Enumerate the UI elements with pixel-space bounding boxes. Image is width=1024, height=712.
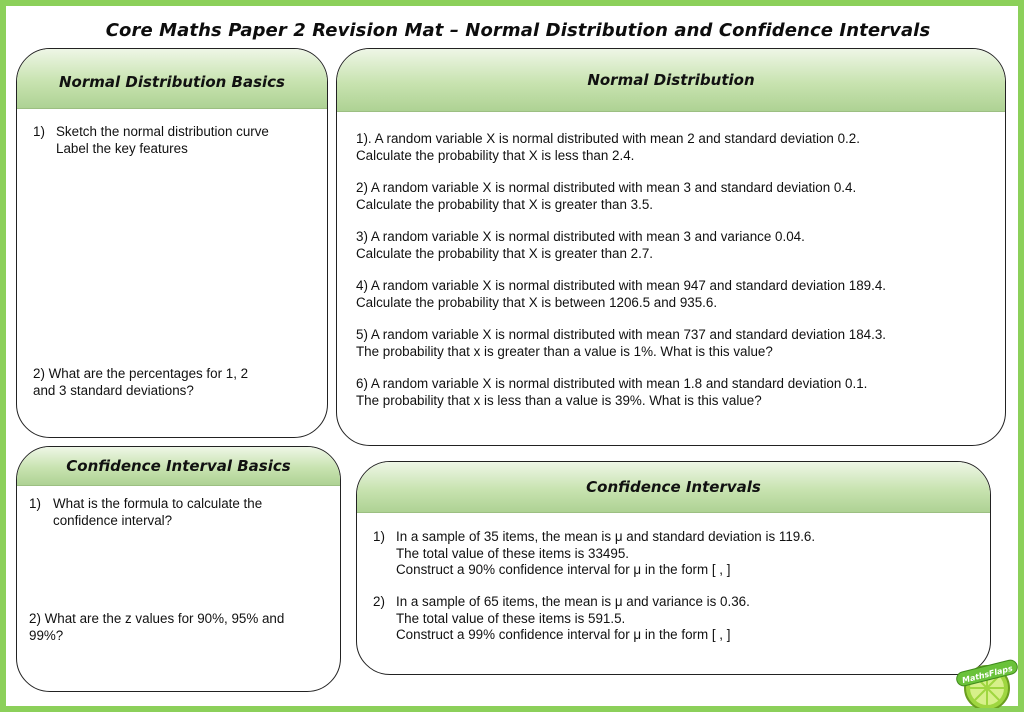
- question-line: In a sample of 35 items, the mean is μ a…: [396, 529, 816, 544]
- question-line: 3) A random variable X is normal distrib…: [356, 229, 805, 244]
- question-line: In a sample of 65 items, the mean is μ a…: [396, 594, 750, 609]
- panel-ci: Confidence Intervals 1) In a sample of 3…: [356, 461, 991, 675]
- question-line: Sketch the normal distribution curve: [56, 124, 269, 139]
- question-line: 6) A random variable X is normal distrib…: [356, 376, 868, 391]
- question-line: 2) What are the z values for 90%, 95% an…: [29, 611, 285, 626]
- question-line: Calculate the probability that X is grea…: [356, 196, 654, 212]
- panel-ci-basics: Confidence Interval Basics 1) What is th…: [16, 446, 341, 692]
- question-line: 4) A random variable X is normal distrib…: [356, 278, 886, 293]
- question-number: 1): [33, 124, 45, 139]
- nd-question-2: 2) A random variable X is normal distrib…: [356, 180, 856, 213]
- question-line: and 3 standard deviations?: [33, 382, 194, 398]
- nd-question-4: 4) A random variable X is normal distrib…: [356, 278, 886, 311]
- question-number: 1): [373, 529, 385, 544]
- question-line: Construct a 90% confidence interval for …: [396, 562, 731, 577]
- question-line: 5) A random variable X is normal distrib…: [356, 327, 886, 342]
- question-line: Construct a 99% confidence interval for …: [396, 627, 731, 642]
- panel-heading: Confidence Intervals: [357, 462, 990, 513]
- question-line: Label the key features: [56, 140, 188, 156]
- question-line: The total value of these items is 33495.: [396, 545, 629, 561]
- question-line: The total value of these items is 591.5.: [396, 610, 626, 626]
- panel-nd: Normal Distribution 1). A random variabl…: [336, 48, 1006, 446]
- panel-nd-basics: Normal Distribution Basics 1) Sketch the…: [16, 48, 328, 438]
- question-line: 2) What are the percentages for 1, 2: [33, 366, 249, 381]
- question-line: 2) A random variable X is normal distrib…: [356, 180, 857, 195]
- lime-logo-icon: MathsFlaps: [956, 659, 1018, 708]
- question-line: 99%?: [29, 627, 64, 643]
- question-line: Calculate the probability that X is less…: [356, 147, 635, 163]
- nd-question-5: 5) A random variable X is normal distrib…: [356, 327, 886, 360]
- question-line: The probability that x is greater than a…: [356, 343, 773, 359]
- question-line: Calculate the probability that X is grea…: [356, 245, 654, 261]
- panel-heading: Confidence Interval Basics: [17, 447, 340, 486]
- ci-basics-q2: 2) What are the z values for 90%, 95% an…: [29, 611, 334, 644]
- question-line: 1). A random variable X is normal distri…: [356, 131, 860, 146]
- page-title: Core Maths Paper 2 Revision Mat – Normal…: [105, 20, 931, 41]
- nd-question-1: 1). A random variable X is normal distri…: [356, 131, 860, 164]
- question-number: 1): [29, 496, 41, 511]
- nd-question-3: 3) A random variable X is normal distrib…: [356, 229, 805, 262]
- question-line: Calculate the probability that X is betw…: [356, 294, 718, 310]
- question-number: 2): [373, 594, 385, 609]
- panel-heading: Normal Distribution: [337, 49, 1005, 112]
- question-line: The probability that x is less than a va…: [356, 392, 762, 408]
- nd-question-6: 6) A random variable X is normal distrib…: [356, 376, 867, 409]
- nd-basics-q2: 2) What are the percentages for 1, 2 and…: [33, 366, 323, 399]
- panel-heading: Normal Distribution Basics: [17, 49, 327, 109]
- question-line: What is the formula to calculate the: [53, 496, 263, 511]
- question-line: confidence interval?: [53, 512, 173, 528]
